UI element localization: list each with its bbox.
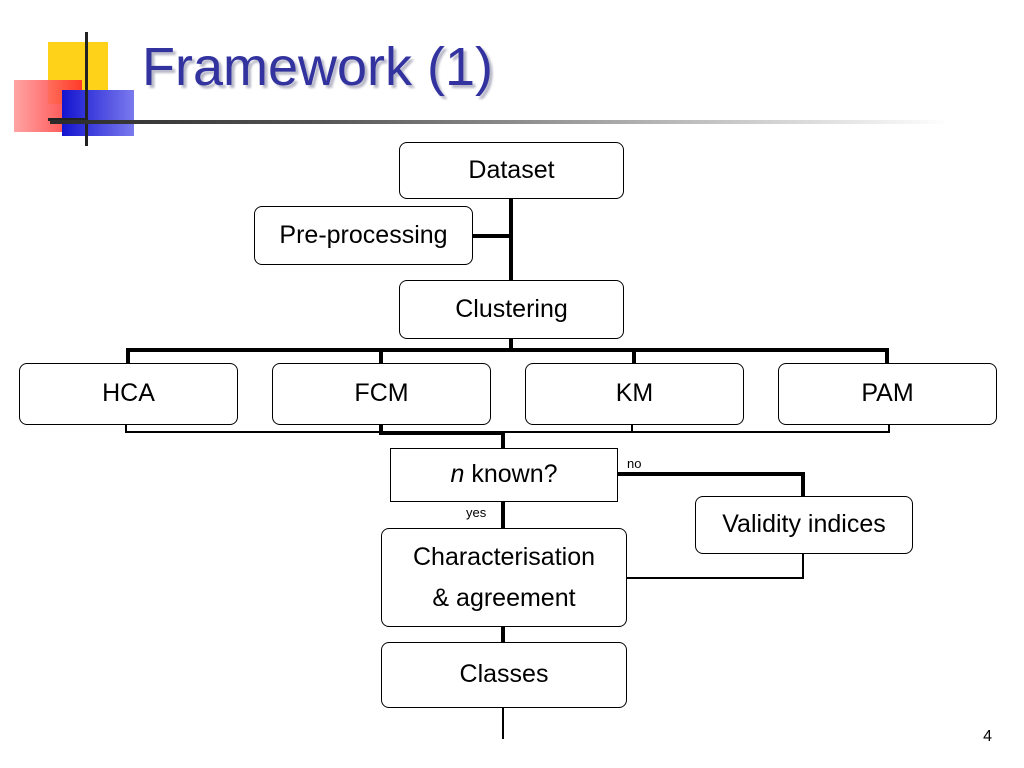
node-fcm-label: FCM [354,379,409,408]
node-preprocessing-label: Pre-processing [279,220,448,249]
node-validity-indices-label: Validity indices [722,510,886,539]
node-characterisation-line2: & agreement [432,583,576,612]
node-km-label: KM [615,379,654,408]
node-characterisation: Characterisation & agreement [381,528,627,627]
slide-title: Framework (1) [142,37,494,97]
title-underline [50,120,950,124]
node-km: KM [525,363,744,425]
node-classes: Classes [381,642,627,708]
logo-blue-square [62,90,134,136]
node-clustering-label: Clustering [455,294,568,323]
node-clustering: Clustering [399,280,624,339]
node-n-known-text: known? [464,460,558,489]
page-number: 4 [983,728,992,745]
logo-horizontal-line [48,118,88,121]
node-dataset-label: Dataset [468,155,555,184]
node-characterisation-line1: Characterisation [412,542,596,571]
node-fcm: FCM [272,363,491,425]
node-pam: PAM [778,363,997,425]
node-hca: HCA [19,363,238,425]
node-classes-label: Classes [459,660,549,689]
node-preprocessing: Pre-processing [254,206,473,265]
edge-label-yes: yes [466,505,487,520]
node-validity-indices: Validity indices [695,496,913,554]
node-hca-label: HCA [102,379,155,408]
node-pam-label: PAM [861,379,914,408]
node-dataset: Dataset [399,142,624,199]
node-n-known-variable: n [450,460,465,489]
node-n-known-label: n known? [450,456,557,494]
logo-vertical-line [85,32,88,146]
edge-label-no: no [627,456,642,471]
node-n-known: n known? [390,448,618,502]
